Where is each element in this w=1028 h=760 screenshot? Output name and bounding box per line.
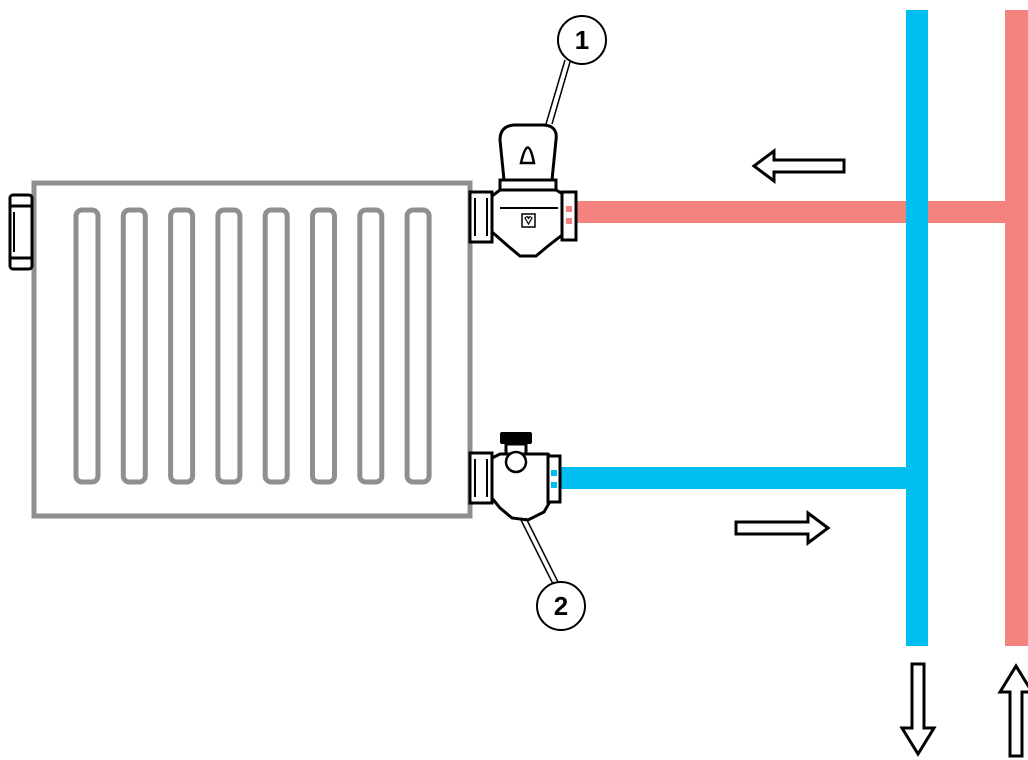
callout-1-label: 1 [575,25,589,55]
radiator-fin [120,207,148,485]
callout-2-leader [520,517,559,585]
radiator-fin [357,207,385,485]
radiator-fins [73,207,432,485]
radiator-upper-coupling [468,190,494,244]
return-branch-pipe [560,467,928,489]
radiator-body [31,180,473,519]
lockshield-outlet-nut [546,454,562,504]
valve-outlet-nut [560,190,578,242]
return-riser-overlap [906,199,928,225]
air-vent-plug [8,193,34,271]
valve-knob-mark [519,146,536,165]
callout-1: 1 [557,15,607,65]
supply-flow-arrow [751,148,846,184]
radiator-fin [215,207,243,485]
radiator-lower-coupling [468,451,494,505]
square-heart-icon [521,213,536,228]
callout-2-label: 2 [554,591,568,621]
radiator-fin [73,207,101,485]
thermostatic-valve [490,123,578,258]
radiator-fin [262,207,290,485]
radiator-fin [168,207,196,485]
radiator-fin [404,207,432,485]
supply-riser-pipe [1005,10,1028,646]
return-lockshield-valve [490,432,562,522]
callout-2: 2 [536,581,586,631]
lockshield-cap [500,432,532,444]
callout-1-leader [545,59,571,125]
return-riser-pipe [906,10,928,646]
riser-supply-arrow [997,663,1028,758]
return-flow-arrow [734,510,831,546]
radiator [8,180,494,519]
lockshield-body [490,452,554,522]
riser-return-arrow [899,662,937,757]
supply-branch-pipe [575,201,1028,223]
radiator-fin [310,207,337,485]
